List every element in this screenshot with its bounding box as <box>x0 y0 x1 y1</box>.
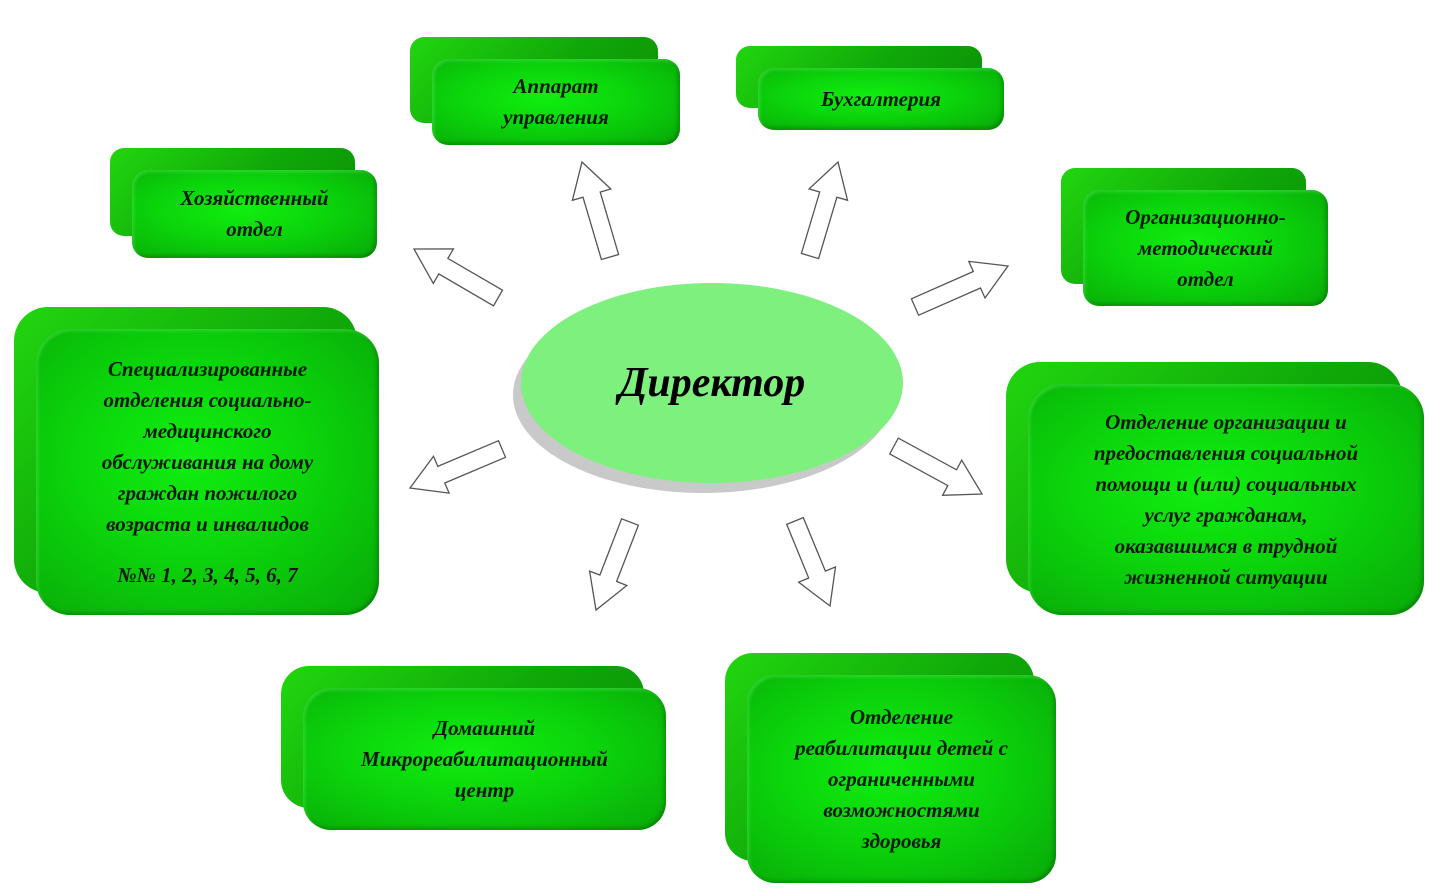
box-apparat[interactable]: Аппарат управления <box>410 37 680 145</box>
arrow-to-social-help <box>888 437 984 496</box>
director-label: Директор <box>618 360 806 406</box>
box-apparat-text: Аппарат управления <box>432 59 680 145</box>
arrow-to-org-method <box>910 260 1010 317</box>
box-org-method-text: Организационно- методический отдел <box>1083 190 1328 306</box>
box-child-rehab[interactable]: Отделение реабилитации детей с ограничен… <box>725 653 1056 883</box>
arrow-to-buhgalteria <box>800 160 849 260</box>
box-buhgalteria-text: Бухгалтерия <box>758 68 1004 130</box>
director-node[interactable]: Директор <box>513 283 903 499</box>
director-ellipse: Директор <box>521 283 903 483</box>
box-specialized-text: Специализированные отделения социально- … <box>36 329 379 615</box>
arrow-to-home-center <box>588 517 640 612</box>
box-home-center-text: Домашний Микрореабилитационный центр <box>303 688 666 830</box>
box-social-help-text: Отделение организации и предоставления с… <box>1028 384 1424 615</box>
box-buhgalteria[interactable]: Бухгалтерия <box>736 46 1004 130</box>
specialized-numbers: №№ 1, 2, 3, 4, 5, 6, 7 <box>117 562 298 587</box>
arrow-to-apparat <box>571 160 620 261</box>
arrow-to-child-rehab <box>785 516 837 608</box>
arrow-to-specialized <box>408 439 507 494</box>
box-social-help[interactable]: Отделение организации и предоставления с… <box>1006 362 1424 615</box>
box-specialized[interactable]: Специализированные отделения социально- … <box>14 307 379 615</box>
box-child-rehab-text: Отделение реабилитации детей с ограничен… <box>747 675 1056 883</box>
box-home-center[interactable]: Домашний Микрореабилитационный центр <box>281 666 666 830</box>
box-hoz-text: Хозяйственный отдел <box>132 170 377 258</box>
box-org-method[interactable]: Организационно- методический отдел <box>1061 168 1328 306</box>
box-hoz[interactable]: Хозяйственный отдел <box>110 148 377 258</box>
arrow-to-hoz <box>412 248 504 307</box>
